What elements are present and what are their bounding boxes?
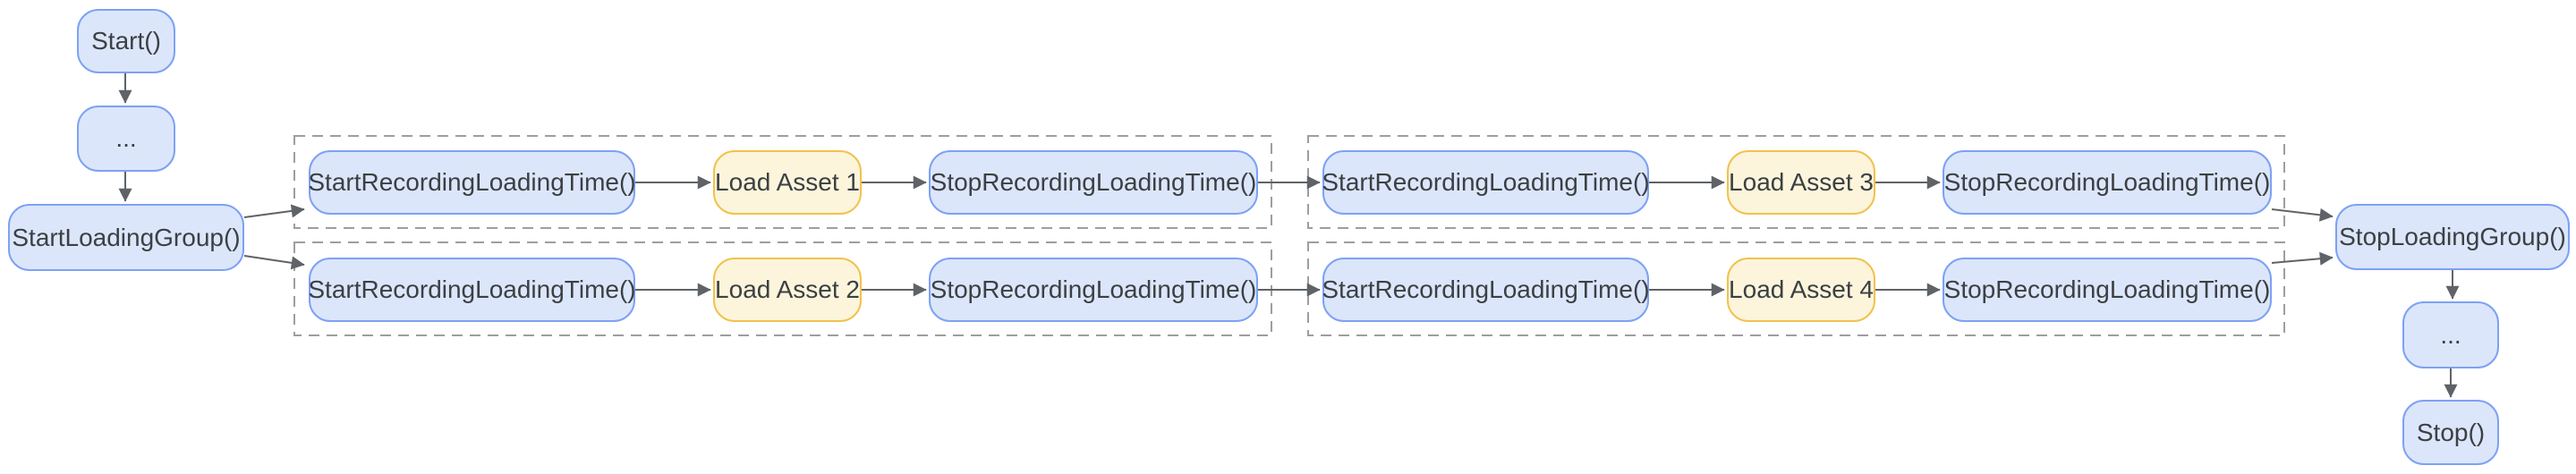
edge-start-loading-group-to-start-recording-1 (243, 204, 305, 218)
node-load-asset-4-label: Load Asset 4 (1729, 275, 1874, 303)
node-load-asset-3-label: Load Asset 3 (1729, 168, 1874, 196)
node-stop-recording-2-label: StopRecordingLoadingTime() (930, 275, 1257, 303)
node-stop-label: Stop() (2416, 418, 2486, 446)
node-stop-loading-group-label: StopLoadingGroup() (2339, 223, 2566, 250)
node-start-loading-group-label: StartLoadingGroup() (12, 223, 241, 251)
node-ellipsis-bottom-label: ... (2440, 320, 2461, 349)
edge-stop-recording-4-to-stop-loading-group (2271, 251, 2334, 266)
node-stop-recording-2: StopRecordingLoadingTime() (929, 258, 1258, 322)
node-start-recording-1-label: StartRecordingLoadingTime() (308, 168, 636, 196)
node-load-asset-1-label: Load Asset 1 (715, 168, 860, 196)
node-ellipsis-bottom: ... (2402, 301, 2499, 368)
node-load-asset-4: Load Asset 4 (1727, 258, 1875, 322)
dashed-group-2-bottom-box (1307, 241, 2285, 336)
dashed-group-2-top-box (1307, 135, 2285, 229)
edge-start-loading-group-to-start-recording-2 (243, 255, 305, 270)
node-stop-recording-1: StopRecordingLoadingTime() (929, 150, 1258, 215)
node-stop-recording-4: StopRecordingLoadingTime() (1943, 258, 2272, 322)
node-start: Start() (77, 9, 175, 73)
node-load-asset-2: Load Asset 2 (713, 258, 862, 322)
node-stop-recording-3-label: StopRecordingLoadingTime() (1943, 168, 2271, 196)
node-start-recording-3: StartRecordingLoadingTime() (1322, 150, 1650, 215)
node-start-recording-4: StartRecordingLoadingTime() (1322, 258, 1650, 322)
edge-stop-recording-3-to-stop-loading-group (2271, 207, 2334, 222)
node-stop-recording-3: StopRecordingLoadingTime() (1943, 150, 2272, 215)
node-load-asset-1: Load Asset 1 (713, 150, 862, 215)
node-start-recording-1: StartRecordingLoadingTime() (308, 150, 636, 215)
node-ellipsis-top: ... (77, 106, 175, 172)
node-stop: Stop() (2402, 400, 2499, 465)
node-stop-recording-4-label: StopRecordingLoadingTime() (1943, 275, 2271, 303)
node-start-loading-group: StartLoadingGroup() (8, 204, 244, 271)
node-start-recording-4-label: StartRecordingLoadingTime() (1322, 275, 1650, 303)
node-start-recording-2-label: StartRecordingLoadingTime() (308, 275, 636, 303)
node-stop-loading-group: StopLoadingGroup() (2335, 204, 2570, 270)
node-load-asset-3: Load Asset 3 (1727, 150, 1875, 215)
node-start-label: Start() (91, 27, 161, 55)
node-start-recording-3-label: StartRecordingLoadingTime() (1322, 168, 1650, 196)
node-start-recording-2: StartRecordingLoadingTime() (308, 258, 636, 322)
node-stop-recording-1-label: StopRecordingLoadingTime() (930, 168, 1257, 196)
node-ellipsis-top-label: ... (115, 124, 137, 152)
node-load-asset-2-label: Load Asset 2 (715, 275, 860, 303)
